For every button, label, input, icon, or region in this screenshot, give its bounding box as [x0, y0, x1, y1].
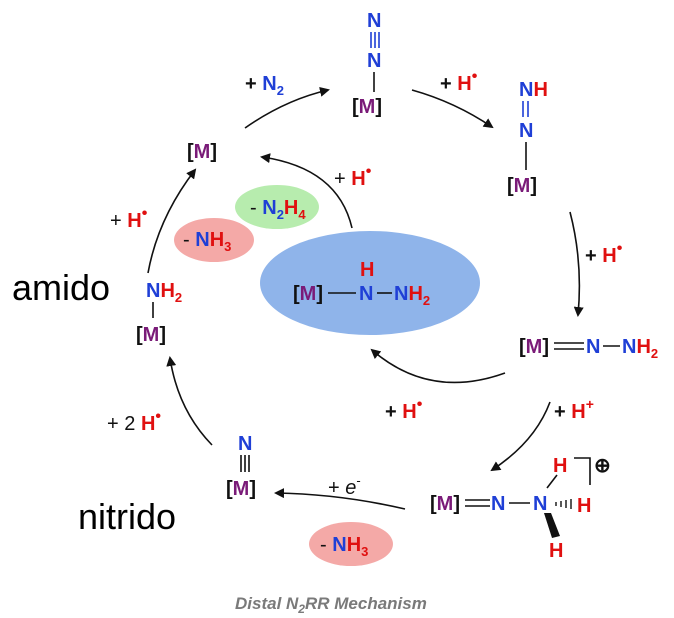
m-nnh-complex: NH N [M] [507, 79, 548, 197]
reagent-plus-h-5: + H• [334, 163, 372, 190]
m-amido-complex: NH2 [M] [136, 280, 182, 346]
n2h4-release: - N2H4 [250, 197, 306, 222]
metal-label-start: [M] [187, 141, 217, 163]
arrow-nnh2-to-cation [490, 401, 551, 472]
n-atom: N [491, 493, 505, 515]
arrow-n2-to-nnh [411, 89, 494, 129]
n-atom: N [586, 336, 600, 358]
n-atom: N [533, 493, 547, 515]
reagent-plus-electron: + e- [328, 473, 361, 499]
n2h4-ellipse [235, 185, 319, 229]
metal-label: [M] [519, 336, 549, 358]
metal-label: [M] [293, 283, 323, 305]
reagent-plus-h-2: + H• [585, 240, 623, 267]
metal-label: [M] [352, 96, 382, 118]
metal-label: [M] [226, 478, 256, 500]
nh2-group: NH2 [622, 336, 658, 361]
n-atom: N [367, 50, 381, 72]
hydrazine-ellipse [260, 231, 480, 335]
n-atom: N [359, 283, 373, 305]
arrow-nnh-to-nnh2 [569, 211, 584, 317]
arrow-cation-to-nitrido [274, 488, 406, 510]
nh-group: NH [519, 79, 548, 101]
m-n2-complex: N N [M] [352, 10, 382, 118]
arrow-hydrazine-to-m [260, 153, 353, 229]
m-nitrido-complex: N [M] [226, 433, 256, 500]
arrow-nitrido-to-amido [166, 356, 213, 446]
reagent-plus-h-3: + H• [385, 396, 423, 423]
nh3-ellipse-top [174, 218, 254, 262]
h-atom: H [360, 259, 374, 281]
caption: Distal N2RR Mechanism [235, 594, 427, 616]
n-atom: N [367, 10, 381, 32]
reagent-plus-n2: + N2 [245, 73, 284, 98]
n-atom: N [519, 120, 533, 142]
nh2-group: NH2 [394, 283, 430, 308]
reagent-plus-2h: + 2 H• [107, 408, 161, 435]
positive-charge-icon: ⊕ [594, 455, 611, 477]
reagent-plus-h-4: + H• [110, 205, 148, 232]
nh2-group: NH2 [146, 280, 182, 305]
h-atom: H [549, 540, 563, 562]
arrow-m-to-n2 [244, 86, 330, 129]
m-hydrazido-complex: [M] H N NH2 [293, 259, 430, 308]
m-nnh2-complex: [M] N NH2 [519, 336, 658, 361]
amido-label: amido [12, 267, 110, 308]
nh3-release-bottom: - NH3 [320, 534, 368, 559]
nh3-release-top: - NH3 [183, 229, 231, 254]
m-nnh3-cation: [M] N N H H H ⊕ [430, 455, 611, 562]
metal-label: [M] [136, 324, 166, 346]
nh3-ellipse-bottom [309, 522, 393, 566]
nitrido-label: nitrido [78, 496, 176, 537]
reagent-plus-proton: + H+ [554, 396, 594, 423]
arrow-amido-to-m [147, 168, 197, 274]
reagent-plus-h-1: + H• [440, 68, 478, 95]
arrow-nnh2-to-hydrazine [370, 348, 506, 384]
n-atom: N [238, 433, 252, 455]
metal-label: [M] [430, 493, 460, 515]
metal-label: [M] [507, 175, 537, 197]
h-atom: H [553, 455, 567, 477]
h-atom: H [577, 495, 591, 517]
